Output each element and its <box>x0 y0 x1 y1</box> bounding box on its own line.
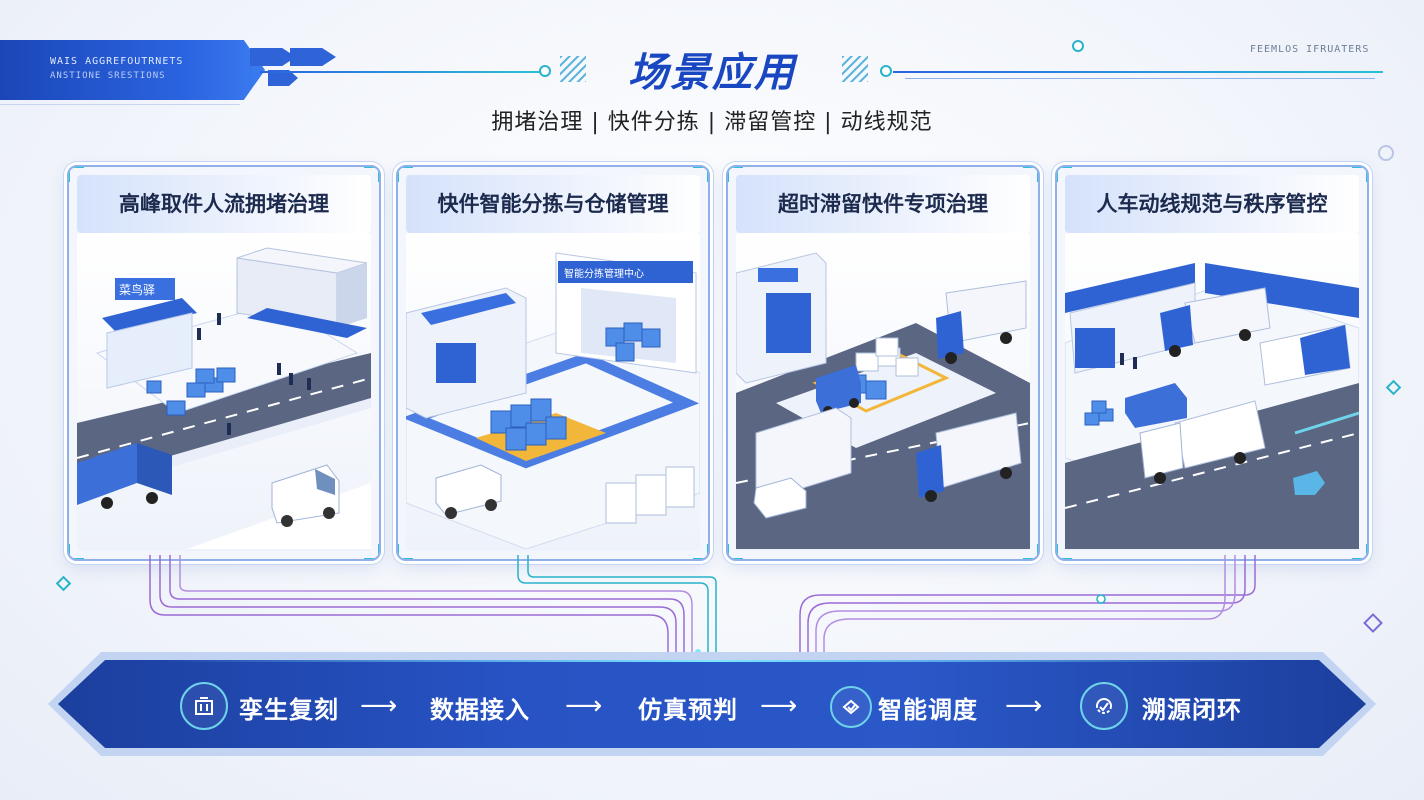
scene-illustration <box>735 233 1031 551</box>
decor-ring <box>1378 145 1394 161</box>
header-chevron <box>290 48 336 66</box>
arrow-right-icon: ⟶ <box>565 691 603 721</box>
card-corner <box>69 167 84 182</box>
flow-step-label: 孪生复刻 <box>239 696 339 724</box>
card-corner <box>398 544 413 559</box>
scene-pickup-station-icon: 菜鸟驿 <box>76 247 372 549</box>
scenario-card-2[interactable]: 快件智能分拣与仓储管理 智能分拣管理中心 <box>396 165 710 561</box>
card-corner <box>1057 167 1072 182</box>
card-corner <box>693 544 708 559</box>
scene-illustration: 智能分拣管理中心 <box>401 233 701 551</box>
scene-illustration <box>1064 233 1360 551</box>
header-chevron <box>268 70 298 86</box>
card-corner <box>693 167 708 182</box>
building-icon <box>180 682 228 730</box>
scenario-card-3[interactable]: 超时滞留快件专项治理 <box>726 165 1040 561</box>
scenario-card-1[interactable]: 高峰取件人流拥堵治理 菜鸟驿 <box>67 165 381 561</box>
header-hatch <box>560 56 586 82</box>
header-right-caption: FEEMLOS IFRUATERS <box>1250 44 1370 55</box>
arrow-right-icon: ⟶ <box>760 691 798 721</box>
card-corner <box>1023 167 1038 182</box>
card-title: 快件智能分拣与仓储管理 <box>406 175 700 233</box>
header-node <box>880 65 892 77</box>
card-title: 高峰取件人流拥堵治理 <box>77 175 371 233</box>
card-corner <box>1057 544 1072 559</box>
header-left-caption-1: WAIS AGGREFOUTRNETS <box>50 56 184 67</box>
header-left-band: WAIS AGGREFOUTRNETS ANSTIONE SRESTIONS <box>0 40 265 100</box>
card-corner <box>1352 167 1367 182</box>
svg-text:菜鸟驿: 菜鸟驿 <box>119 282 155 297</box>
flow-step-label: 仿真预判 <box>638 696 738 724</box>
header-left-caption-2: ANSTIONE SRESTIONS <box>50 71 166 81</box>
flow-step-label: 数据接入 <box>430 696 530 724</box>
scene-illustration: 菜鸟驿 <box>76 233 372 551</box>
scene-traffic-order-icon <box>1064 263 1360 549</box>
header-line-right-thin <box>905 78 1375 79</box>
flow-step-label: 溯源闭环 <box>1142 696 1242 724</box>
header-node <box>1072 40 1084 52</box>
connector-lines <box>149 555 1256 655</box>
card-corner <box>364 167 379 182</box>
flow-bar-glow <box>160 660 1260 662</box>
svg-text:智能分拣管理中心: 智能分拣管理中心 <box>564 267 644 280</box>
flow-bar <box>58 660 1366 748</box>
loop-icon <box>1080 682 1128 730</box>
arrow-right-icon: ⟶ <box>360 691 398 721</box>
card-corner <box>1352 544 1367 559</box>
card-corner <box>1023 544 1038 559</box>
card-corner <box>728 544 743 559</box>
page-title: 场景应用 <box>628 50 796 96</box>
scene-sorting-center-icon: 智能分拣管理中心 <box>401 252 701 550</box>
header-line-left <box>260 71 540 73</box>
page-subtitle: 拥堵治理 | 快件分拣 | 滞留管控 | 动线规范 <box>491 110 933 135</box>
header-line-right <box>893 71 1383 73</box>
card-corner <box>364 544 379 559</box>
header-line-thin <box>0 104 240 105</box>
header-hatch <box>842 56 868 82</box>
decor-diamond <box>1385 379 1402 396</box>
card-title: 人车动线规范与秩序管控 <box>1065 175 1359 233</box>
arrow-right-icon: ⟶ <box>1005 691 1043 721</box>
header-node <box>539 65 551 77</box>
card-corner <box>69 544 84 559</box>
dispatch-icon <box>830 686 872 728</box>
card-corner <box>728 167 743 182</box>
header-chevron <box>250 48 296 66</box>
scenario-card-4[interactable]: 人车动线规范与秩序管控 <box>1055 165 1369 561</box>
flow-step-label: 智能调度 <box>878 696 978 724</box>
card-corner <box>398 167 413 182</box>
card-title: 超时滞留快件专项治理 <box>736 175 1030 233</box>
scene-detained-parcels-icon <box>735 252 1031 549</box>
